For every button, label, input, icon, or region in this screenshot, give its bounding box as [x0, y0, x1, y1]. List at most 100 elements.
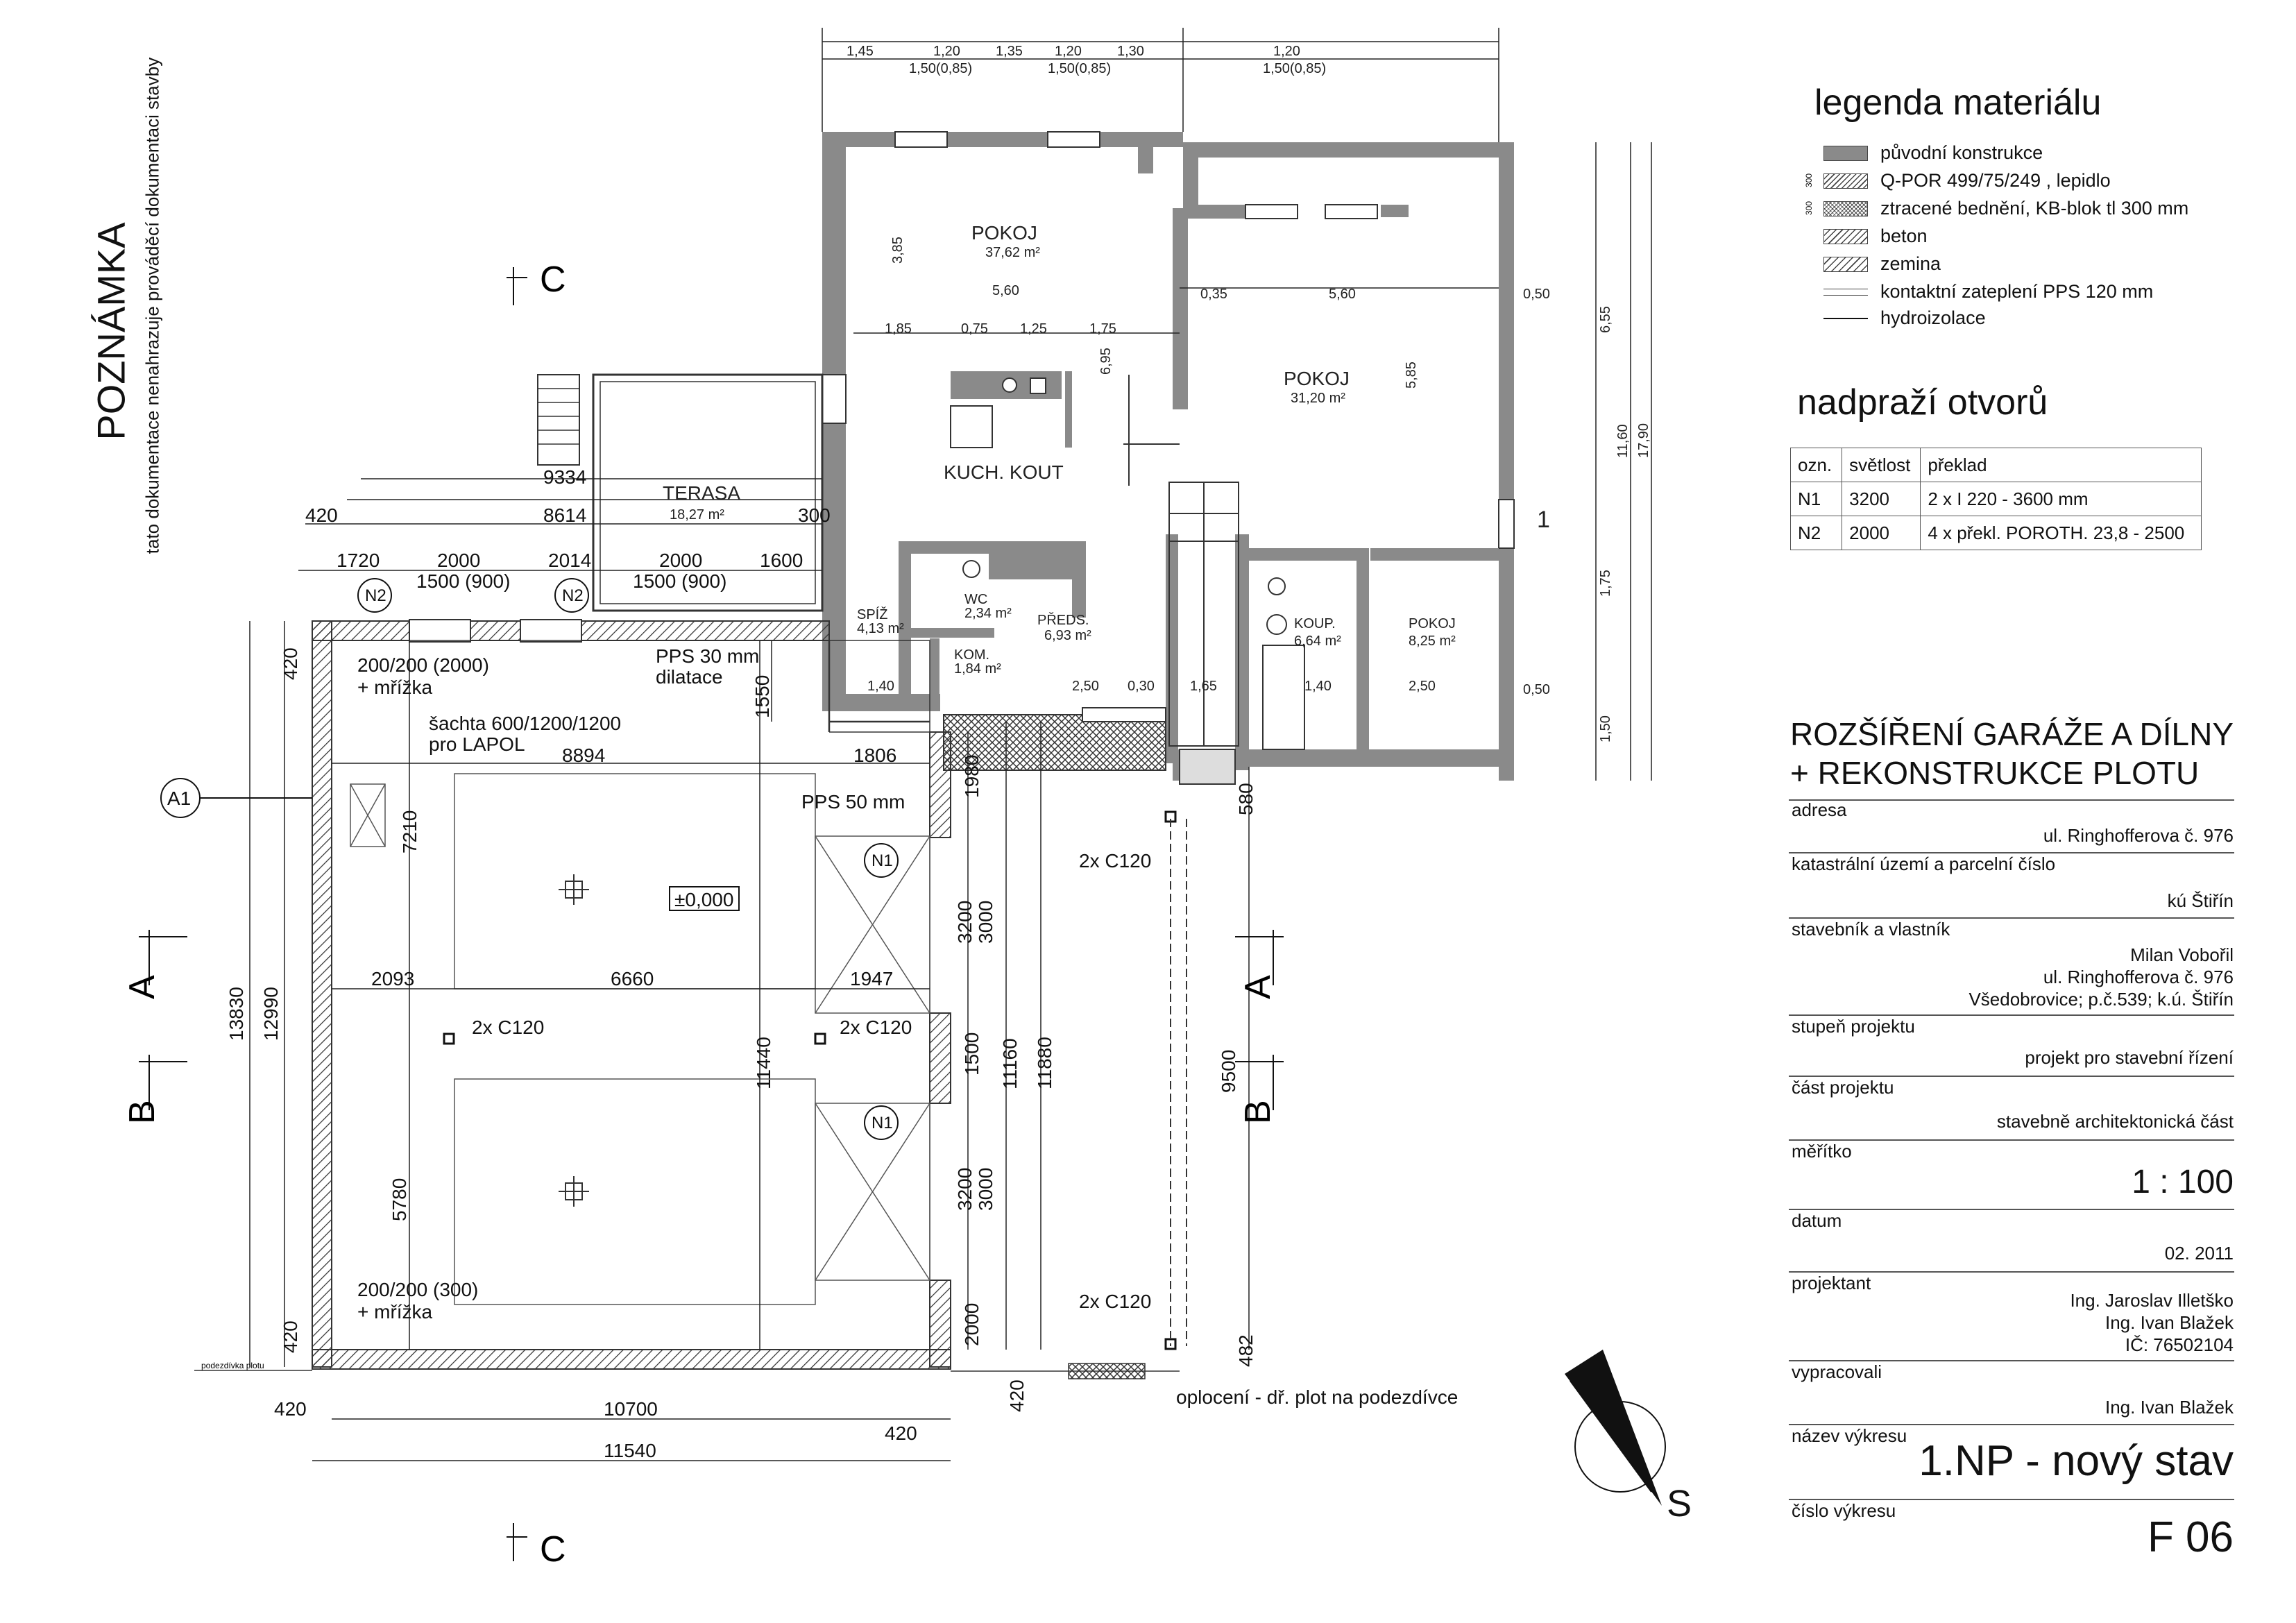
svg-text:1,30: 1,30	[1117, 44, 1144, 59]
svg-text:1806: 1806	[853, 745, 896, 766]
svg-text:420: 420	[1006, 1379, 1028, 1412]
table-row: ozn. světlost překlad	[1789, 448, 2202, 482]
svg-text:3000: 3000	[975, 901, 996, 944]
svg-text:3000: 3000	[975, 1168, 996, 1211]
svg-text:N2: N2	[365, 586, 386, 605]
svg-text:11,60: 11,60	[1615, 424, 1631, 458]
project-title: ROZŠÍŘENÍ GARÁŽE A DÍLNY + REKONSTRUKCE …	[1790, 716, 2234, 791]
terrace	[537, 373, 824, 612]
svg-text:C: C	[540, 1529, 566, 1570]
swatch-soil-icon	[1823, 256, 1868, 272]
legend-item: 300 Q-POR 499/75/249 , lepidlo	[1804, 170, 2111, 191]
svg-text:5,60: 5,60	[992, 283, 1019, 298]
divider	[1789, 1139, 2234, 1141]
svg-text:POKOJ: POKOJ	[1284, 368, 1350, 389]
divider	[1789, 1076, 2234, 1077]
svg-text:2x C120: 2x C120	[840, 1017, 912, 1038]
svg-text:11540: 11540	[604, 1440, 656, 1461]
svg-text:18,27 m²: 18,27 m²	[670, 507, 724, 522]
legend-item: původní konstrukce	[1804, 142, 2043, 164]
svg-text:482: 482	[1235, 1334, 1257, 1367]
svg-text:B: B	[1238, 1100, 1278, 1124]
svg-text:S: S	[1667, 1483, 1692, 1524]
svg-text:KOUP.: KOUP.	[1294, 616, 1336, 631]
svg-text:1,20: 1,20	[1273, 44, 1300, 59]
svg-text:0,35: 0,35	[1200, 287, 1227, 302]
svg-text:1,50(0,85): 1,50(0,85)	[909, 61, 972, 76]
divider	[1789, 1209, 2234, 1210]
svg-text:8,25 m²: 8,25 m²	[1409, 634, 1456, 649]
divider	[1789, 1014, 2234, 1016]
svg-text:1,40: 1,40	[867, 679, 894, 694]
svg-text:+ mřížka: + mřížka	[357, 677, 433, 698]
svg-text:+ mřížka: + mřížka	[357, 1301, 433, 1323]
svg-text:KOM.: KOM.	[954, 647, 989, 663]
svg-text:1,85: 1,85	[885, 321, 912, 337]
svg-text:5,60: 5,60	[1329, 287, 1356, 302]
swatch-original-icon	[1823, 145, 1868, 161]
svg-text:B: B	[122, 1100, 162, 1124]
svg-text:580: 580	[1235, 783, 1257, 815]
svg-text:N1: N1	[871, 1114, 893, 1132]
svg-text:A: A	[1238, 975, 1278, 999]
svg-text:1,20: 1,20	[1055, 44, 1082, 59]
divider	[1789, 1271, 2234, 1273]
svg-text:1500 (900): 1500 (900)	[633, 570, 726, 592]
svg-text:SPÍŽ: SPÍŽ	[857, 606, 887, 622]
svg-text:420: 420	[885, 1422, 917, 1444]
swatch-kb-block-icon	[1823, 201, 1868, 216]
project-part: stavebně architektonická část	[1996, 1111, 2234, 1132]
dimension-texts: 9334 8614 420 300 1720 2000 2014 2000 16…	[226, 44, 1651, 1461]
svg-text:PPS 50 mm: PPS 50 mm	[801, 791, 905, 813]
svg-text:1600: 1600	[760, 550, 803, 571]
drawing-number: F 06	[2147, 1513, 2234, 1561]
svg-text:6,64 m²: 6,64 m²	[1294, 634, 1341, 649]
svg-text:KUCH. KOUT: KUCH. KOUT	[944, 461, 1064, 483]
svg-text:17,90: 17,90	[1636, 423, 1651, 458]
svg-text:11160: 11160	[999, 1038, 1021, 1089]
svg-text:2000: 2000	[961, 1303, 983, 1346]
legend-title: legenda materiálu	[1814, 83, 2102, 123]
divider	[1789, 1424, 2234, 1425]
svg-text:2000: 2000	[437, 550, 480, 571]
svg-text:1500: 1500	[961, 1033, 983, 1076]
svg-text:2093: 2093	[371, 968, 414, 989]
svg-text:1: 1	[1537, 507, 1550, 533]
svg-text:PŘEDS.: PŘEDS.	[1037, 612, 1089, 628]
svg-text:420: 420	[280, 1320, 301, 1353]
svg-text:11880: 11880	[1034, 1037, 1055, 1089]
svg-text:31,20 m²: 31,20 m²	[1291, 391, 1345, 406]
svg-text:šachta 600/1200/1200: šachta 600/1200/1200	[429, 713, 621, 734]
svg-text:6,95: 6,95	[1098, 348, 1114, 375]
owner: Milan Vobořil ul. Ringhofferova č. 976 V…	[1968, 944, 2234, 1010]
svg-text:2,50: 2,50	[1409, 679, 1436, 694]
svg-text:6,93 m²: 6,93 m²	[1044, 628, 1091, 643]
svg-text:420: 420	[274, 1398, 307, 1420]
swatch-waterproofing-icon	[1823, 317, 1868, 319]
svg-text:8894: 8894	[562, 745, 605, 766]
note-block: POZNÁMKA tato dokumentace nenahrazuje pr…	[62, 58, 163, 600]
svg-text:420: 420	[280, 647, 301, 680]
section-marks	[139, 267, 1666, 1561]
cadastre: kú Štiřín	[2167, 890, 2234, 911]
lintels-table: ozn. světlost překlad N1 3200 2 x I 220 …	[1789, 448, 2202, 550]
svg-text:1,20: 1,20	[933, 44, 960, 59]
svg-text:12990: 12990	[260, 987, 282, 1041]
new-garage	[194, 619, 1187, 1379]
annotations: PPS 30 mm dilatace PPS 50 mm 200/200 (20…	[201, 507, 1692, 1524]
divider	[1789, 852, 2234, 853]
divider	[1789, 799, 2234, 801]
address: ul. Ringhofferova č. 976	[2043, 825, 2234, 846]
svg-text:pro LAPOL: pro LAPOL	[429, 733, 525, 755]
svg-text:2x C120: 2x C120	[1079, 1291, 1151, 1312]
swatch-qpor-icon	[1823, 173, 1868, 189]
svg-text:podezdívka plotu: podezdívka plotu	[201, 1361, 264, 1370]
svg-text:1720: 1720	[337, 550, 380, 571]
svg-text:3200: 3200	[954, 901, 976, 944]
svg-text:37,62 m²: 37,62 m²	[985, 245, 1040, 260]
svg-text:A: A	[122, 975, 162, 999]
svg-text:dilatace: dilatace	[656, 666, 723, 688]
svg-text:0,50: 0,50	[1523, 287, 1550, 302]
svg-text:8614: 8614	[543, 504, 586, 526]
